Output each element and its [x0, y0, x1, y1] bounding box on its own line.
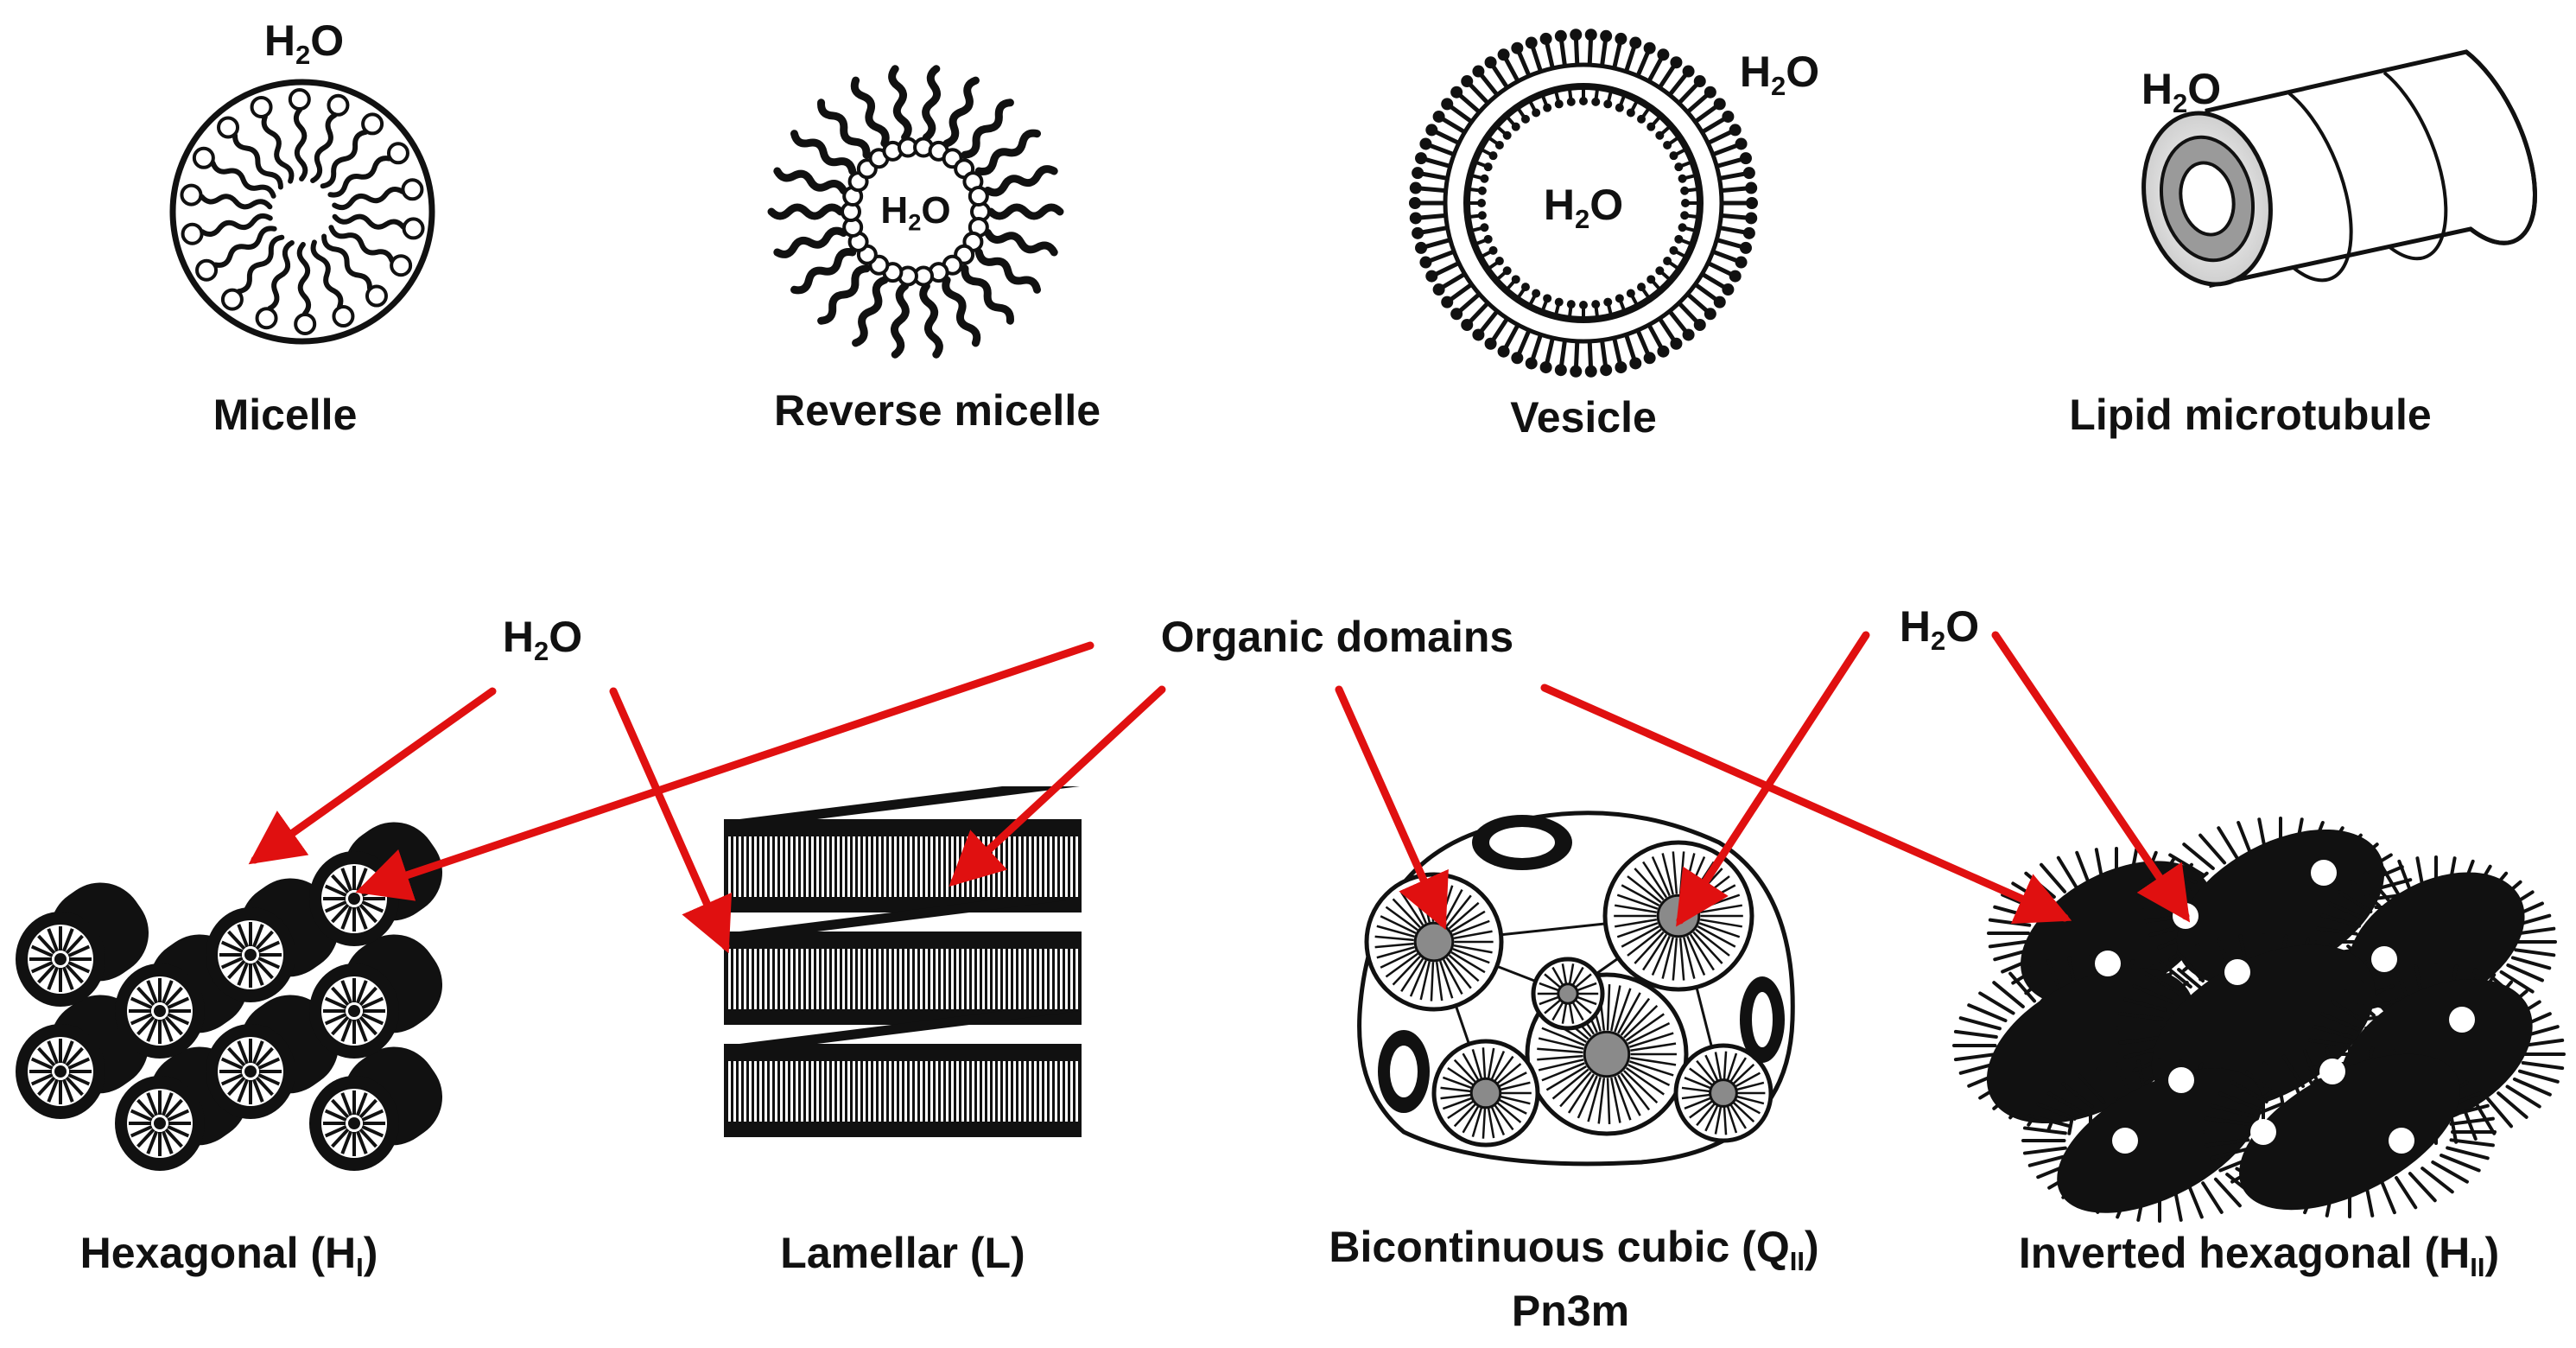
pointer-arrows	[248, 631, 2191, 954]
water-label-left: H2O	[502, 613, 583, 666]
micelle-illustration	[169, 79, 435, 345]
water-label-micelle: H2O	[263, 16, 345, 70]
micelle-label: Micelle	[213, 391, 358, 439]
arrow-organic-to-hexagonal	[355, 641, 1094, 901]
vesicle-illustration	[1409, 29, 1758, 378]
water-label-right: H2O	[1899, 602, 1980, 656]
reverse-micelle-label: Reverse micelle	[773, 386, 1101, 435]
vesicle-label: Vesicle	[1510, 393, 1657, 442]
arrow-organic-to-lamellar	[949, 685, 1166, 887]
inverted-hexagonal-label: Inverted hexagonal (HII)	[2018, 1229, 2500, 1282]
reverse-micelle-illustration	[767, 65, 1064, 359]
arrow-water-to-inverted	[1991, 631, 2191, 923]
bicontinuous-cubic-label: Bicontinuous cubic (QII)	[1329, 1223, 1819, 1276]
organic-domains-label: Organic domains	[1160, 613, 1514, 661]
water-label-microtubule: H2O	[2141, 65, 2222, 118]
bicontinuous-cubic-illustration	[1357, 811, 1795, 1167]
hexagonal-label: Hexagonal (HI)	[79, 1229, 378, 1282]
arrow-organic-to-cubic	[1335, 685, 1449, 931]
lipid-microtubule-illustration	[2141, 49, 2537, 289]
arrow-water-to-hexagonal	[248, 687, 497, 865]
water-label-vesicle-inside: H2O	[1543, 181, 1624, 234]
inverted-hexagonal-illustration	[1952, 817, 2566, 1223]
pn3m-label: Pn3m	[1511, 1287, 1630, 1335]
hexagonal-phase-illustration	[16, 822, 443, 1171]
lipid-microtubule-label: Lipid microtubule	[2069, 391, 2432, 439]
arrow-organic-to-inverted	[1540, 684, 2072, 924]
water-label-vesicle-outside: H2O	[1739, 48, 1820, 101]
lamellar-phase-illustration	[724, 786, 1082, 1137]
lamellar-label: Lamellar (L)	[780, 1229, 1025, 1277]
arrow-water-to-cubic	[1676, 631, 1870, 927]
water-label-reverse-micelle: H2O	[880, 189, 951, 236]
arrow-water-to-lamellar	[609, 687, 733, 954]
